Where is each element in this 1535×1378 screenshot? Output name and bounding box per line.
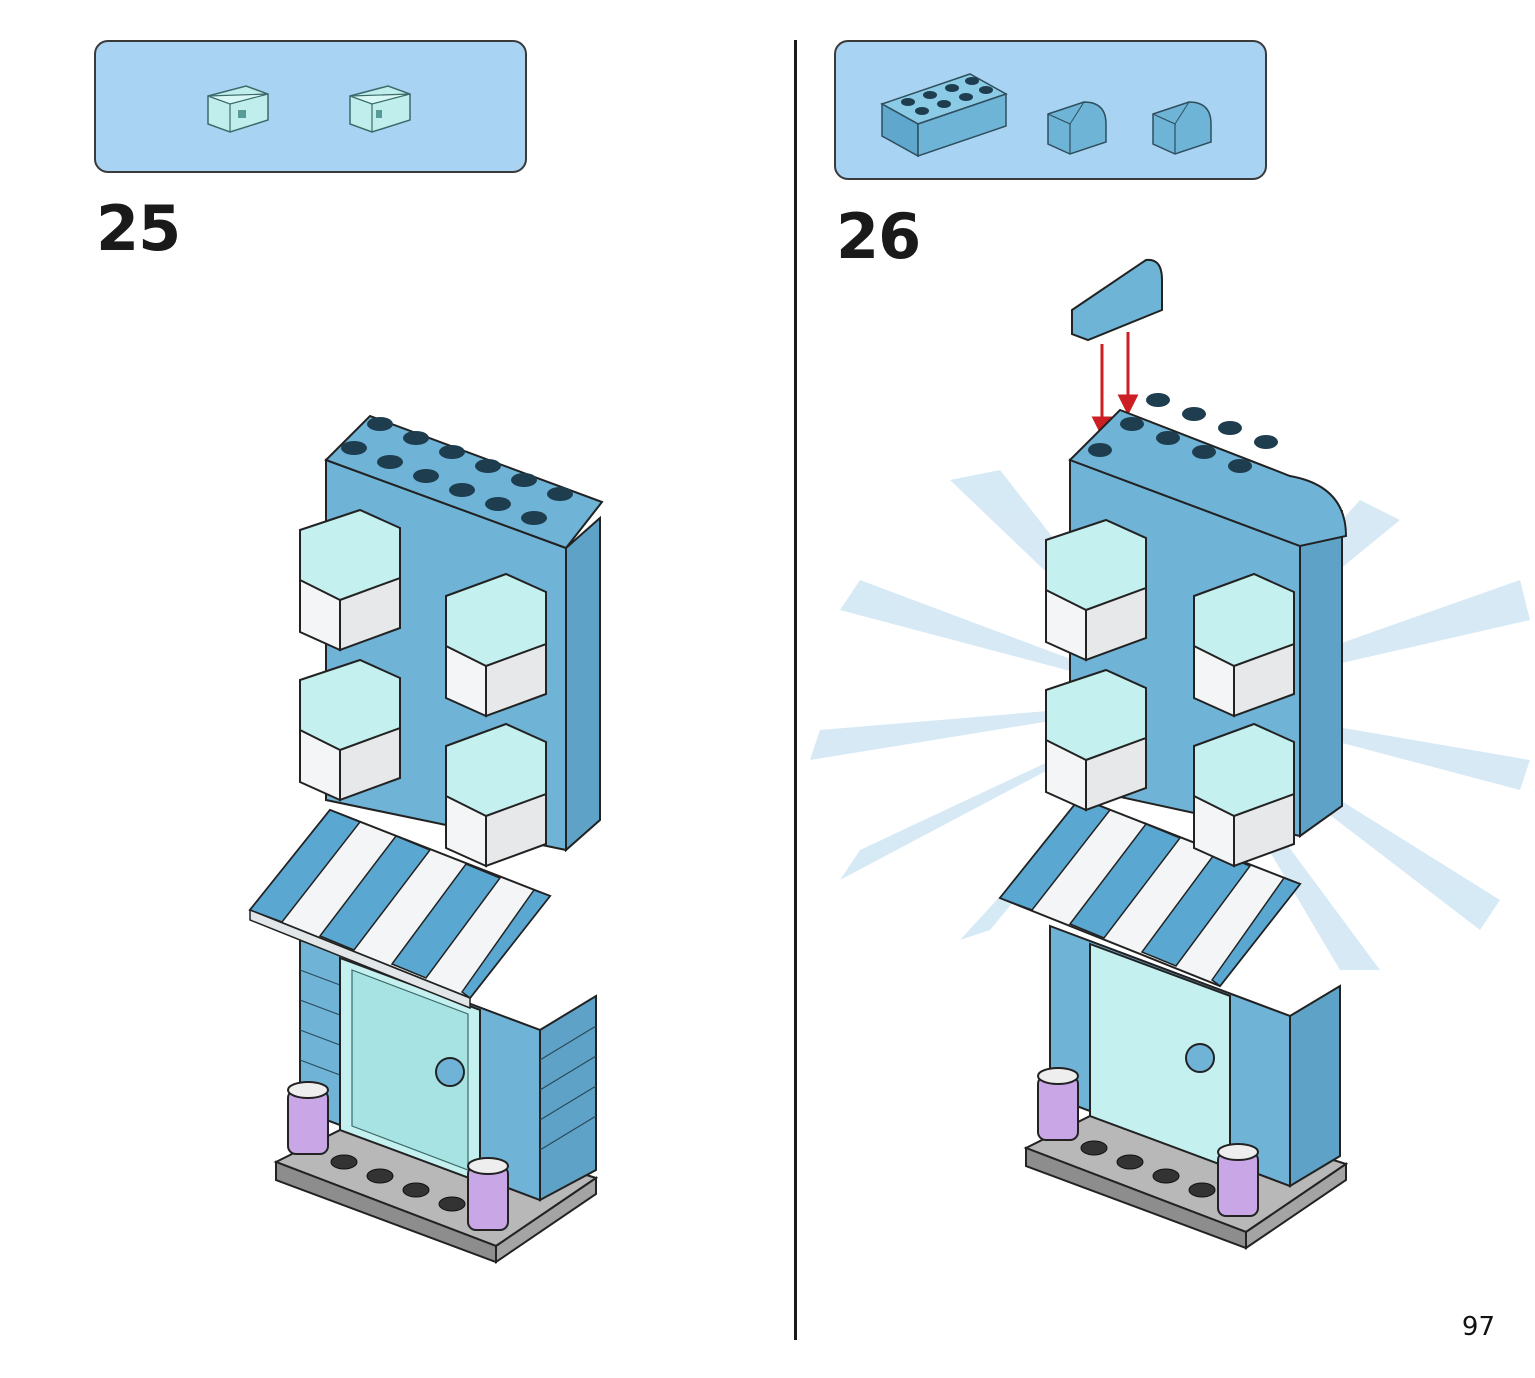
step-25-parts-box [94,40,527,173]
page-number: 97 [1461,1312,1495,1342]
curved-slope-part-icon [1047,101,1107,155]
trans-window-part-icon [349,85,411,133]
trans-window-part-icon [207,85,269,133]
brick-2x4-part-icon [880,73,1008,158]
step-26-model-illustration [998,258,1349,1250]
step-number: 25 [96,192,181,265]
step-26-parts-box [834,40,1267,180]
step-25-model-illustration [248,414,604,1264]
step-number: 26 [836,200,921,273]
curved-slope-part-icon [1152,101,1212,155]
step-divider [794,40,797,1340]
